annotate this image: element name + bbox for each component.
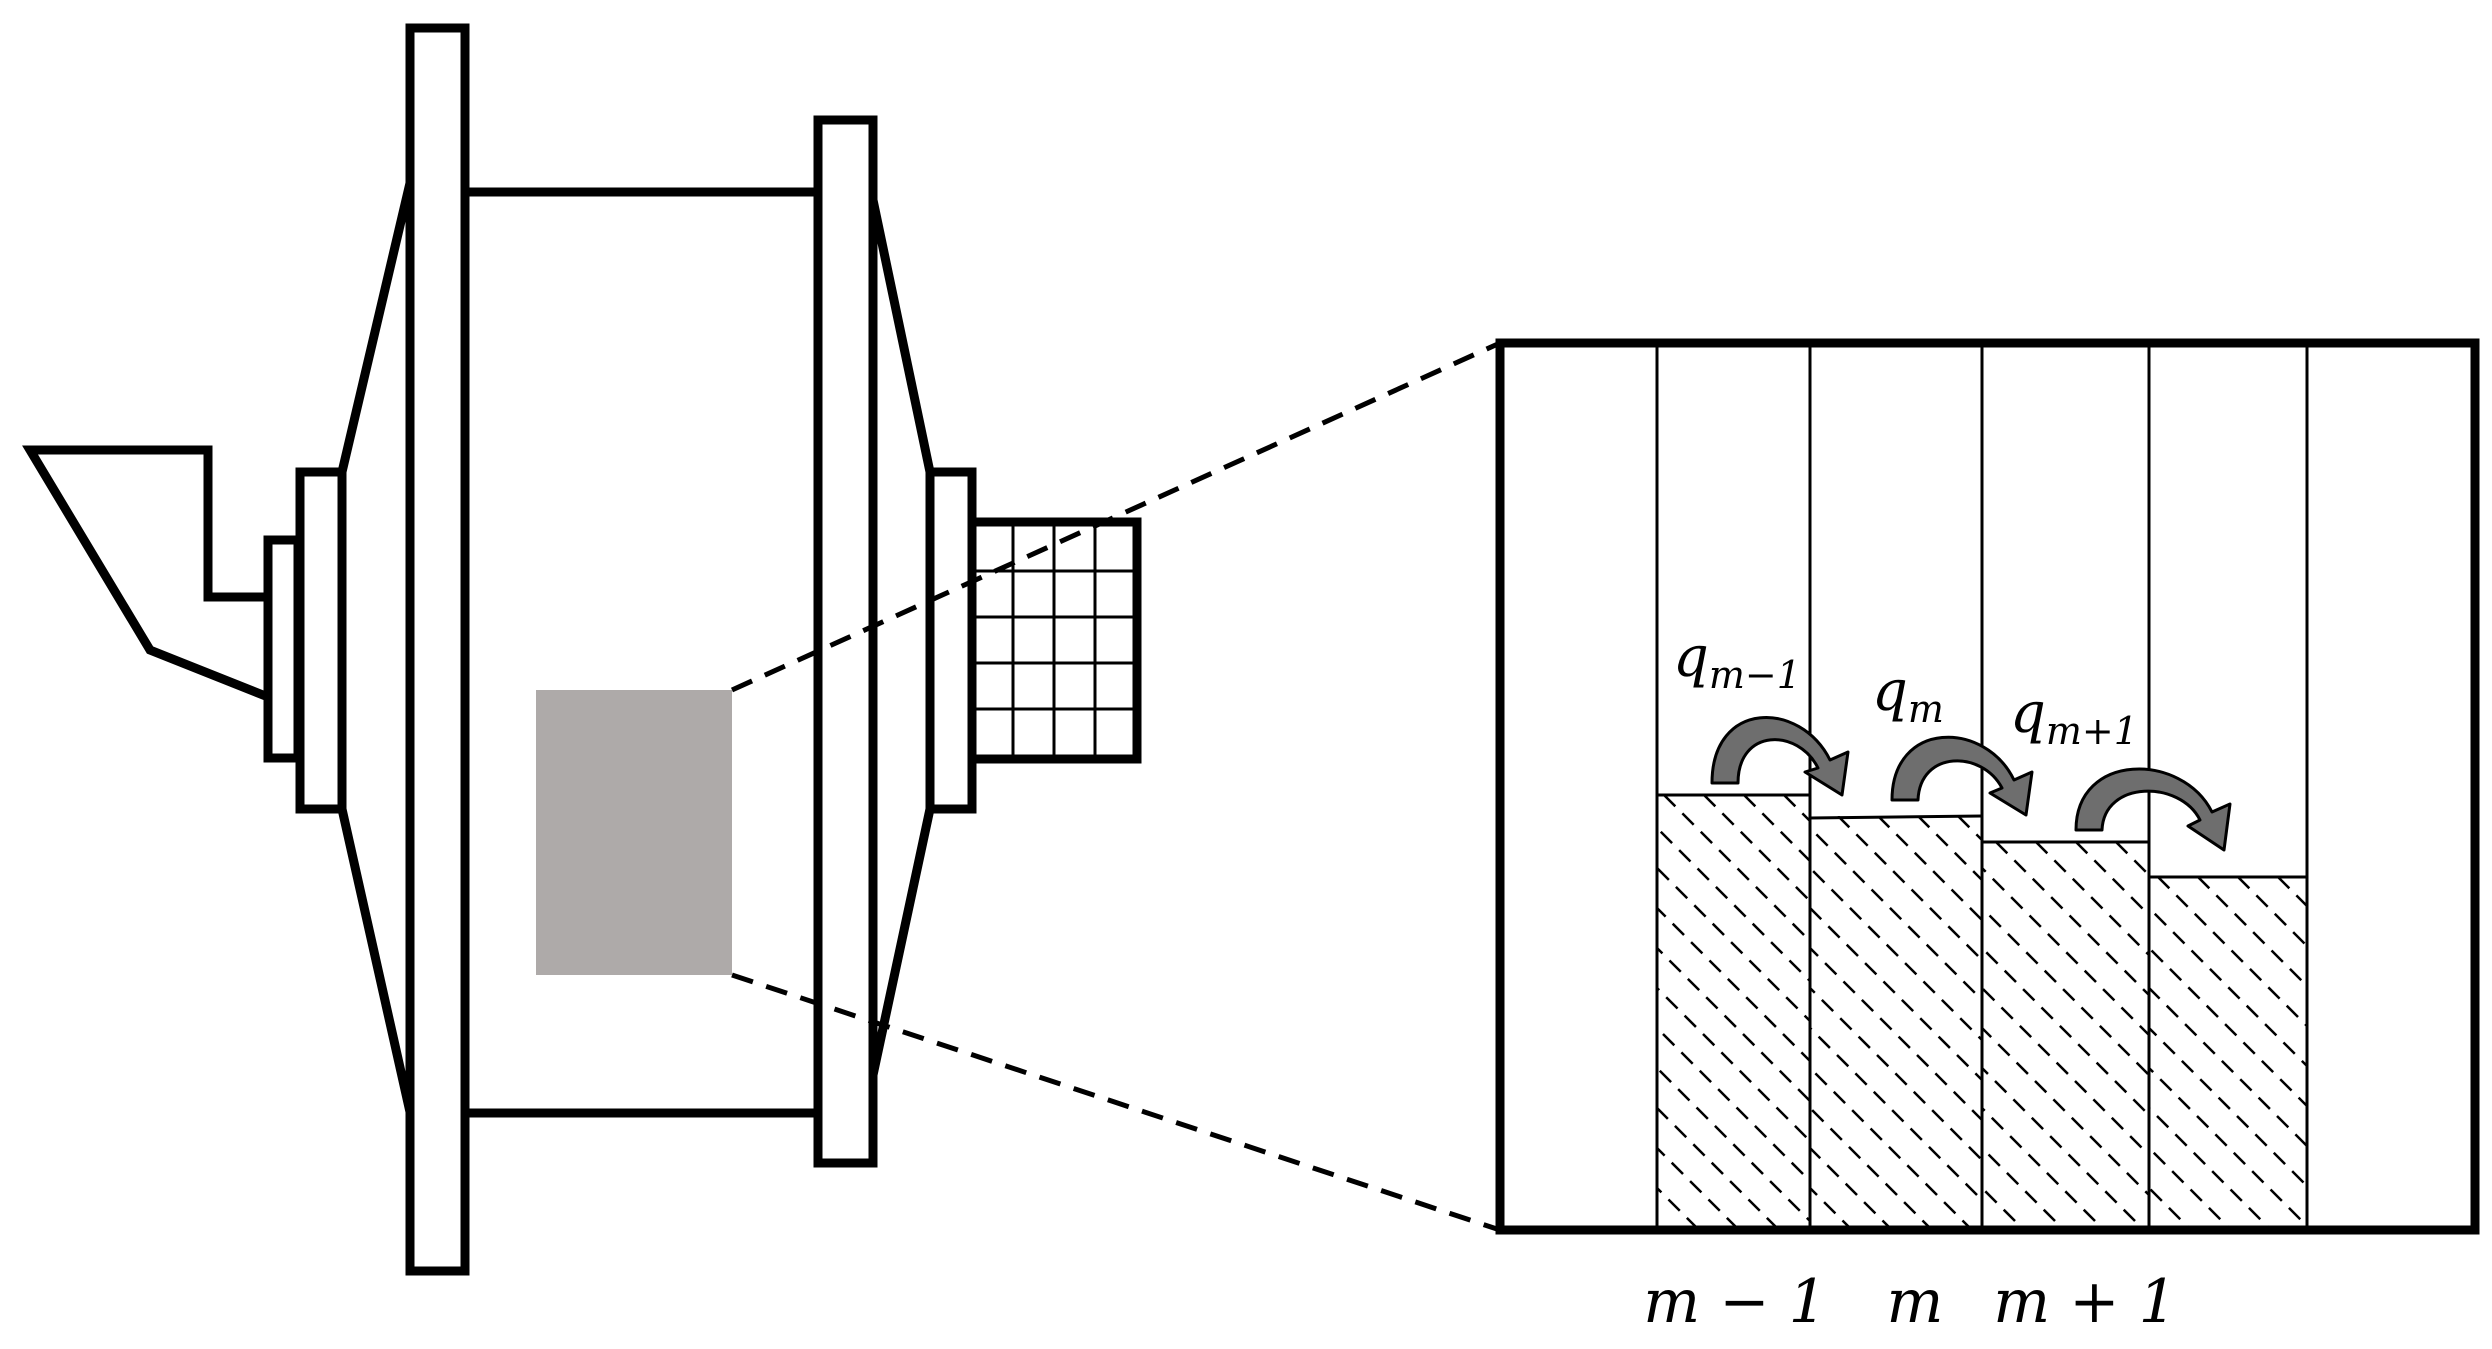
flux-label-left: qm−1 <box>1673 625 1801 697</box>
compartment-labels: m − 1 m m + 1 <box>1643 1267 2177 1337</box>
right-flange <box>813 115 878 1168</box>
hatch-line <box>1982 1146 2063 1228</box>
hatch-line <box>2035 842 2148 956</box>
hatch-line <box>2149 906 2307 1068</box>
feed-cone-lower <box>337 808 415 1113</box>
hatch-line <box>2237 877 2307 948</box>
hatch-line <box>1982 866 2148 1036</box>
hatch-line <box>1982 906 2148 1076</box>
zoom-panel-frame <box>1495 338 2480 1235</box>
hatch-line <box>2075 842 2148 916</box>
hatch-line <box>2149 1026 2307 1188</box>
hatch-line <box>2149 986 2307 1148</box>
zoom-panel: qm−1 qm qm+1 <box>1495 338 2480 1235</box>
material-hatch-3 <box>1982 842 2148 1228</box>
hatch-line <box>1982 986 2148 1156</box>
material-hatch-4 <box>2149 877 2307 1228</box>
feed-cone <box>337 181 415 474</box>
flow-arrow-left <box>1710 716 1850 797</box>
flow-arrow-center <box>1890 735 2034 817</box>
hatch-line <box>2157 877 2307 1028</box>
feed-trunnion-inner <box>263 535 303 763</box>
compartment-label-current: m <box>1887 1267 1944 1337</box>
fill-level-2 <box>1809 814 1983 820</box>
compartment-label-prev: m − 1 <box>1643 1267 1827 1337</box>
material-hatch-2 <box>1810 816 1982 1228</box>
hatch-line <box>1982 946 2148 1116</box>
compartment-label-next: m + 1 <box>1993 1267 2177 1337</box>
discharge-flange <box>925 467 977 814</box>
feed-hopper <box>22 445 270 702</box>
flux-label-center: qm <box>1872 659 1944 731</box>
mill <box>22 23 1142 1276</box>
hatch-line <box>1810 986 1982 1162</box>
hatch-line <box>1982 1066 2143 1228</box>
discharge-screen <box>967 517 1142 764</box>
discharge-cone-lower <box>868 808 935 1076</box>
hatch-line <box>1810 946 1982 1122</box>
feed-trunnion-outer <box>295 467 347 814</box>
left-flange <box>405 23 470 1276</box>
hatch-line <box>1810 866 1982 1042</box>
flux-label-right: qm+1 <box>2010 681 2138 753</box>
zoom-region <box>536 690 732 975</box>
hatch-line <box>1810 906 1982 1082</box>
discharge-cone <box>868 199 935 473</box>
hatch-line <box>2149 946 2307 1108</box>
zoom-connectors <box>730 340 1502 1233</box>
hatch-line <box>1995 842 2148 996</box>
hatch-line <box>1982 1106 2103 1228</box>
hatch-line <box>2197 877 2307 988</box>
hatch-line <box>1982 1026 2148 1196</box>
flow-arrow-right <box>2074 767 2232 852</box>
